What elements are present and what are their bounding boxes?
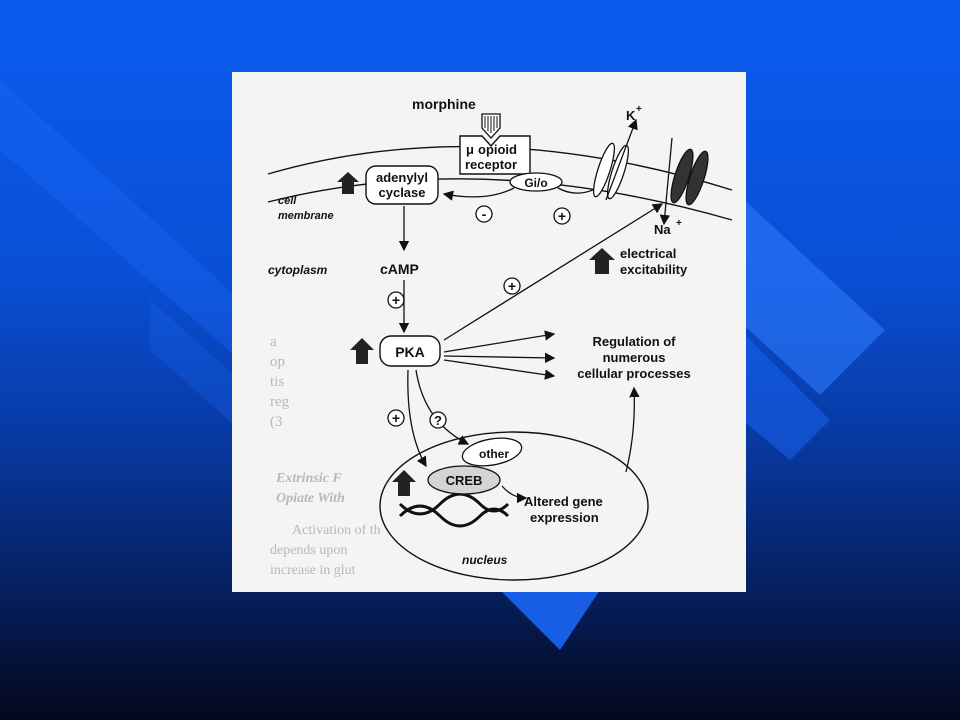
plus-sign-icon-creb: + — [387, 409, 405, 427]
svg-text:-: - — [482, 206, 487, 222]
k-ion-charge: + — [636, 104, 642, 115]
adenylyl-cyclase: adenylyl cyclase — [365, 165, 439, 205]
opioid-receptor: μ opioid receptor — [459, 135, 531, 175]
pka-to-other-arrow — [415, 369, 470, 445]
svg-text:+: + — [508, 278, 516, 294]
svg-text:+: + — [392, 292, 400, 308]
other-protein: other — [461, 437, 523, 467]
svg-text:+: + — [392, 410, 400, 426]
cytoplasm-label: cytoplasm — [268, 263, 328, 277]
k-ion-label: K — [626, 108, 636, 123]
pka-node: PKA — [379, 335, 441, 367]
ghost-text-8: Activation of th — [292, 523, 381, 538]
cell-membrane-label-line1: cell — [278, 195, 297, 207]
ghost-text-10: increase in glut — [270, 563, 356, 578]
pka-to-regulation-arrow-3 — [443, 359, 556, 380]
svg-text:+: + — [558, 208, 566, 224]
electrical-label-line2: excitability — [620, 262, 688, 277]
dna-helix-icon — [398, 492, 510, 528]
pka-to-nachannel-arrow — [443, 203, 664, 341]
pka-to-regulation-arrow-2 — [443, 352, 556, 364]
ghost-text-1: a — [270, 334, 277, 350]
receptor-mu-symbol: μ — [466, 142, 474, 157]
pathway-diagram: a op tis reg (3 Extrinsic F Opiate With … — [267, 96, 733, 581]
receptor-label-line2: receptor — [465, 157, 517, 172]
gio-protein: Gi/o — [509, 172, 563, 192]
ghost-text-6: Extrinsic F — [275, 471, 342, 486]
ghost-text-4: reg — [270, 394, 290, 410]
question-mark-icon: ? — [429, 411, 447, 429]
na-ion-charge: + — [676, 218, 682, 229]
altered-label-line1: Altered gene — [524, 494, 603, 509]
nucleus-to-regulation-arrow — [625, 386, 640, 473]
plus-sign-icon-gio: + — [553, 207, 571, 225]
pka-label: PKA — [395, 344, 425, 360]
plus-sign-icon-excitability: + — [503, 277, 521, 295]
pka-up-arrow-icon — [350, 338, 374, 364]
camp-label: cAMP — [380, 261, 419, 277]
potassium-channel — [592, 118, 638, 201]
altered-label-line2: expression — [530, 510, 599, 525]
creb-up-arrow-icon — [392, 470, 416, 496]
nucleus-outline — [379, 431, 649, 581]
pka-to-regulation-arrow-1 — [443, 330, 556, 353]
svg-text:?: ? — [434, 413, 442, 428]
other-label: other — [479, 447, 509, 461]
gio-label: Gi/o — [524, 176, 547, 190]
ghost-text-9: depends upon — [270, 543, 347, 558]
opioid-signaling-figure: a op tis reg (3 Extrinsic F Opiate With … — [232, 72, 746, 592]
nucleus-label: nucleus — [462, 553, 508, 567]
electrical-label-line1: electrical — [620, 246, 676, 261]
morphine-arrow-icon — [481, 113, 501, 139]
receptor-label-line1: opioid — [478, 142, 517, 157]
regulation-label-line2: numerous — [603, 350, 666, 365]
sodium-channel — [659, 137, 709, 226]
cell-membrane-label-line2: membrane — [278, 210, 334, 222]
adenylyl-label-line1: adenylyl — [376, 170, 428, 185]
regulation-label-line1: Regulation of — [592, 334, 676, 349]
plus-sign-icon-camp: + — [387, 291, 405, 309]
pka-to-creb-arrow — [407, 369, 427, 468]
creb-label: CREB — [446, 473, 483, 488]
adenylyl-up-arrow-icon — [337, 172, 359, 194]
na-ion-label: Na — [654, 222, 671, 237]
background-book-text: a op tis reg (3 Extrinsic F Opiate With … — [270, 334, 381, 578]
excitability-up-arrow-icon — [589, 248, 615, 274]
ghost-text-7: Opiate With — [276, 491, 345, 506]
creb-protein: CREB — [427, 465, 501, 495]
creb-to-expression-arrow — [501, 485, 528, 504]
ghost-text-2: op — [270, 354, 285, 370]
ghost-text-5: (3 — [270, 414, 283, 430]
ghost-text-3: tis — [270, 374, 284, 390]
morphine-label: morphine — [412, 96, 476, 112]
adenylyl-label-line2: cyclase — [379, 185, 426, 200]
gio-to-cyclase-arrow — [442, 187, 515, 201]
minus-sign-icon: - — [475, 205, 493, 223]
regulation-label-line3: cellular processes — [577, 366, 690, 381]
